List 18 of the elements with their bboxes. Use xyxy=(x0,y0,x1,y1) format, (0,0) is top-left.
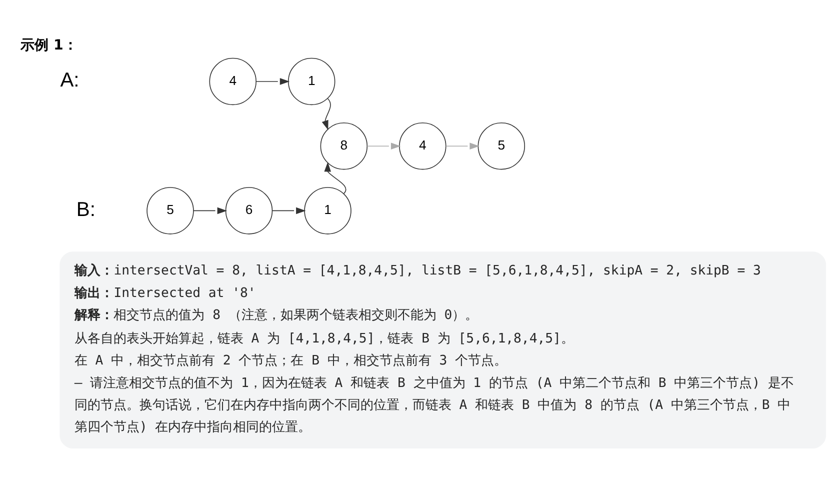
node-circle: 1 xyxy=(304,186,352,234)
arrow xyxy=(322,98,331,130)
label: B: xyxy=(76,198,96,220)
node-circle: 8 xyxy=(320,122,368,170)
node-circle: 4 xyxy=(399,122,446,170)
node-circle: 5 xyxy=(478,122,526,170)
arrow xyxy=(324,162,346,194)
arrow xyxy=(272,206,306,214)
label: A: xyxy=(60,69,80,92)
diagram-title: 示例 1： xyxy=(20,36,78,53)
node-circle: 5 xyxy=(146,186,194,234)
arrow xyxy=(445,142,480,149)
node-circle: 1 xyxy=(288,57,336,105)
node-circle: 6 xyxy=(225,186,273,234)
arrow xyxy=(193,206,228,214)
arrow xyxy=(256,78,290,84)
node-circle: 4 xyxy=(209,57,256,105)
arrow xyxy=(366,142,401,149)
